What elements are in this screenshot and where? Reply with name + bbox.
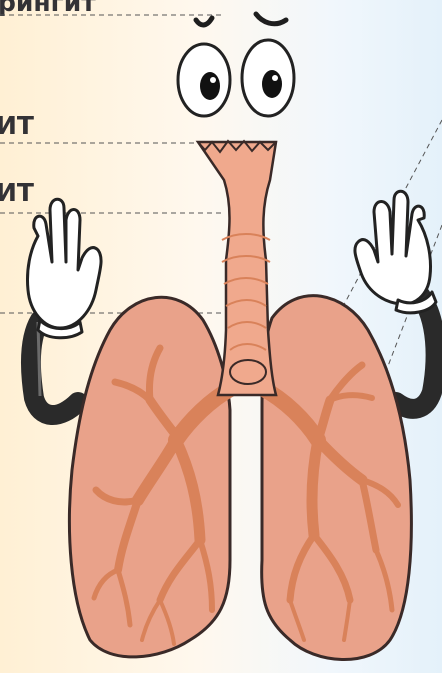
glove-hand-icon: [27, 199, 101, 338]
eyes-icon: [178, 14, 294, 116]
eyebrow-icon: [196, 18, 212, 25]
glove-hand-icon: [355, 191, 436, 313]
